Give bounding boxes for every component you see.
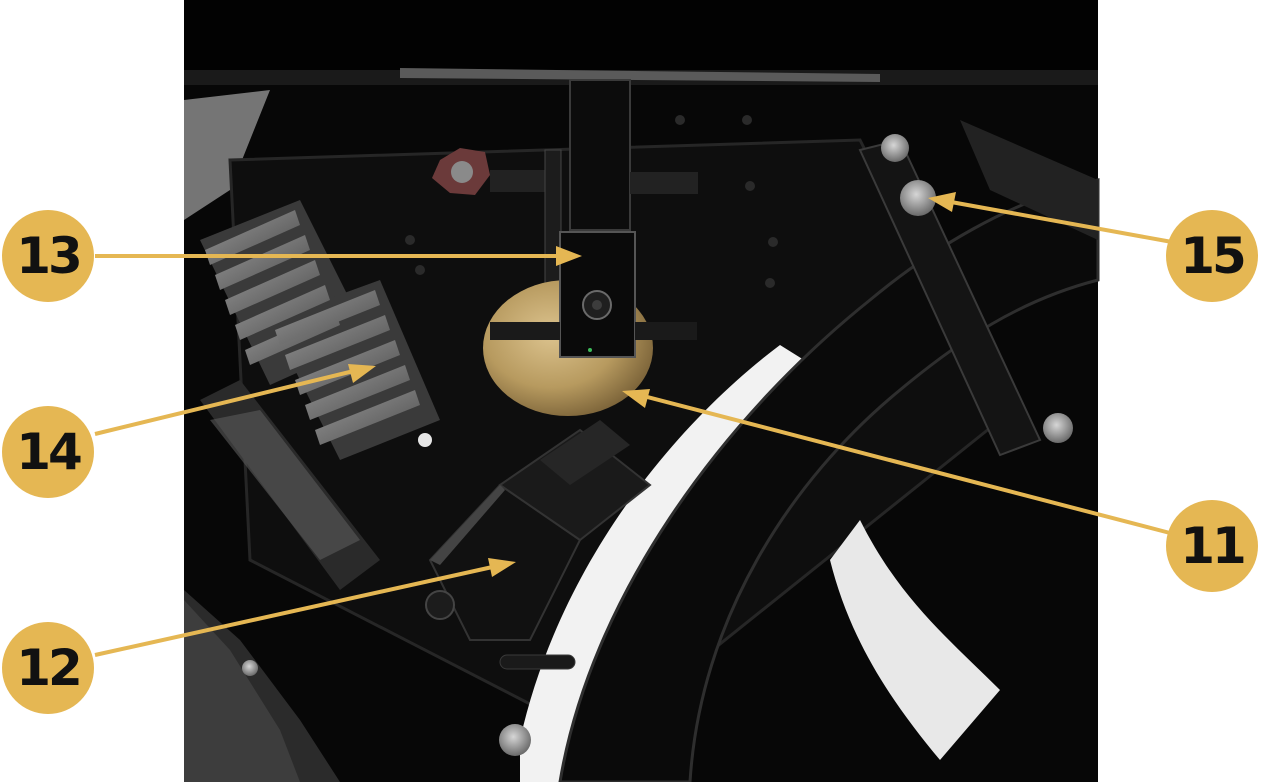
brass-cylinder <box>483 231 697 416</box>
callout-12: 12 <box>2 622 94 714</box>
leader-line-11 <box>631 391 1171 535</box>
leader-lines <box>94 192 1173 657</box>
callout-14: 14 <box>2 406 94 498</box>
leader-line-15 <box>939 198 1173 244</box>
hex-nut <box>432 148 490 195</box>
callout-label-15: 15 <box>1180 227 1247 285</box>
callout-13: 13 <box>2 210 94 302</box>
callout-label-14: 14 <box>16 423 83 481</box>
leader-line-14 <box>94 366 367 436</box>
white-gap-right <box>830 520 1000 760</box>
knob <box>425 590 455 620</box>
callout-label-13: 13 <box>16 227 83 285</box>
callout-label-12: 12 <box>16 639 83 697</box>
leader-line-12 <box>94 562 507 657</box>
callout-label-11: 11 <box>1180 517 1247 575</box>
callout-11: 11 <box>1166 500 1258 592</box>
screw-stud <box>242 134 1073 756</box>
callout-15: 15 <box>1166 210 1258 302</box>
